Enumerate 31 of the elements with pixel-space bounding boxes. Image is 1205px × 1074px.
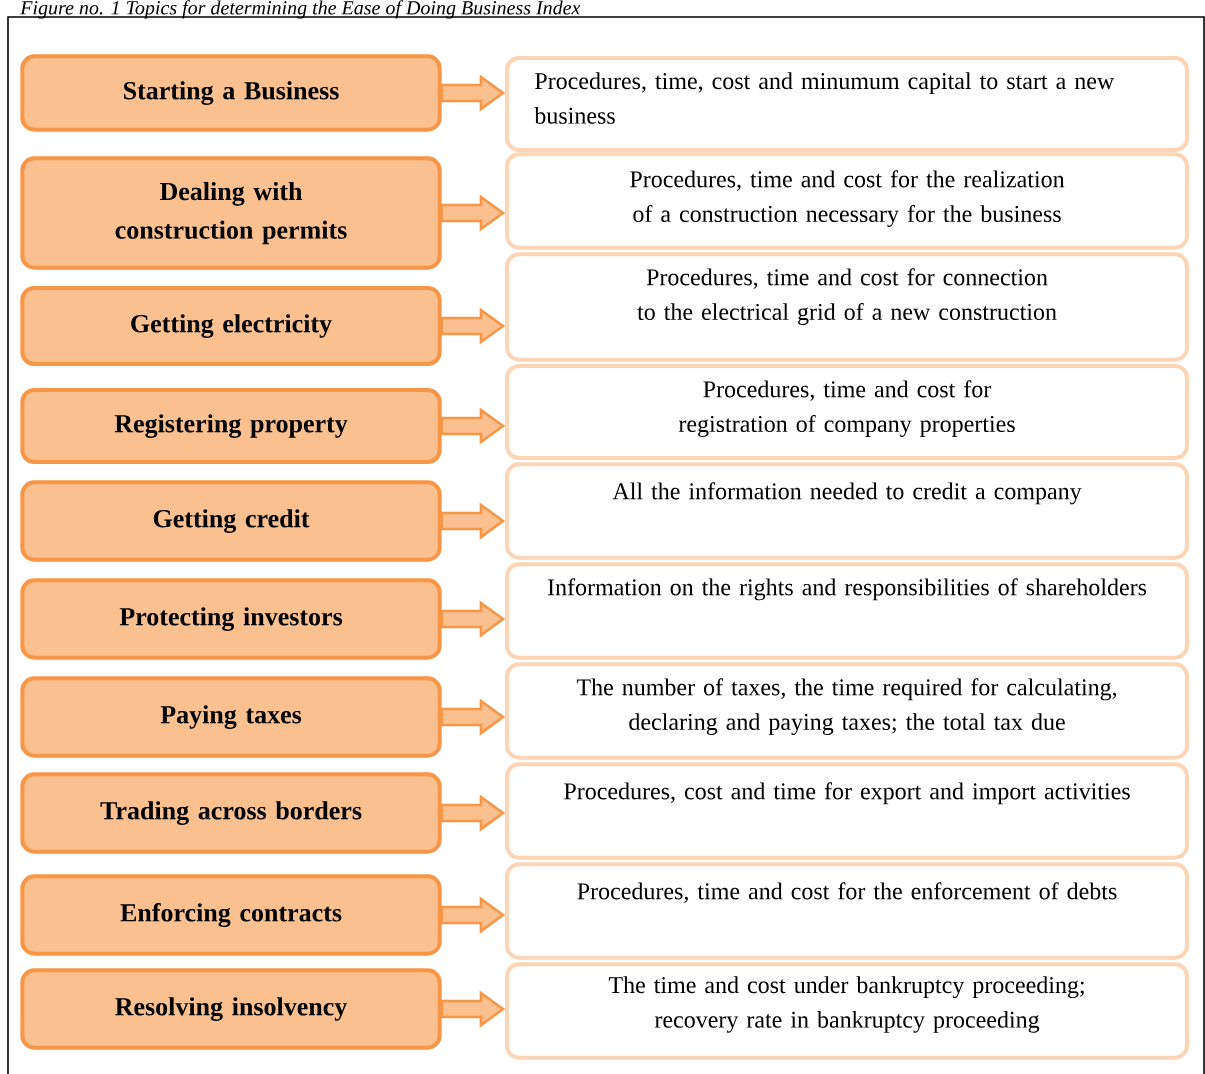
- block-arrow: [440, 407, 506, 445]
- topic-box: Getting electricity: [20, 286, 442, 366]
- block-arrow: [440, 896, 506, 934]
- block-arrow: [440, 600, 506, 638]
- block-arrow: [440, 698, 506, 736]
- description-box: The time and cost under bankruptcy proceeding; recovery rate in bankruptcy proceeding: [505, 962, 1189, 1060]
- block-arrow: [440, 990, 506, 1028]
- description-box: Procedures, cost and time for export and import activities: [505, 762, 1189, 860]
- description-box: All the information needed to credit a company: [505, 462, 1189, 560]
- description-box: The number of taxes, the time required for calculating, declaring and paying taxes; the total tax due: [505, 662, 1189, 760]
- topic-box: Starting a Business: [20, 54, 442, 132]
- block-arrow: [440, 194, 506, 232]
- description-box: Procedures, time, cost and minumum capital to start a new business: [505, 56, 1189, 152]
- topic-box: Dealing with construction permits: [20, 156, 442, 270]
- description-box: Information on the rights and responsibilities of shareholders: [505, 562, 1189, 660]
- description-box: Procedures, time and cost for the enforcement of debts: [505, 862, 1189, 960]
- topic-box: Paying taxes: [20, 676, 442, 758]
- description-box: Procedures, time and cost for connection to the electrical grid of a new construction: [505, 252, 1189, 362]
- topic-box: Registering property: [20, 388, 442, 464]
- block-arrow: [440, 307, 506, 345]
- figure-title: Figure no. 1 Topics for determining the Ease of Doing Business Index: [20, 0, 581, 19]
- topic-box: Getting credit: [20, 480, 442, 562]
- topic-box: Protecting investors: [20, 578, 442, 660]
- block-arrow: [440, 502, 506, 540]
- topic-box: Enforcing contracts: [20, 874, 442, 956]
- topic-box: Trading across borders: [20, 772, 442, 854]
- block-arrow: [440, 74, 506, 112]
- description-box: Procedures, time and cost for registration of company properties: [505, 364, 1189, 460]
- description-box: Procedures, time and cost for the realization of a construction necessary for the business: [505, 152, 1189, 250]
- block-arrow: [440, 794, 506, 832]
- topic-box: Resolving insolvency: [20, 968, 442, 1050]
